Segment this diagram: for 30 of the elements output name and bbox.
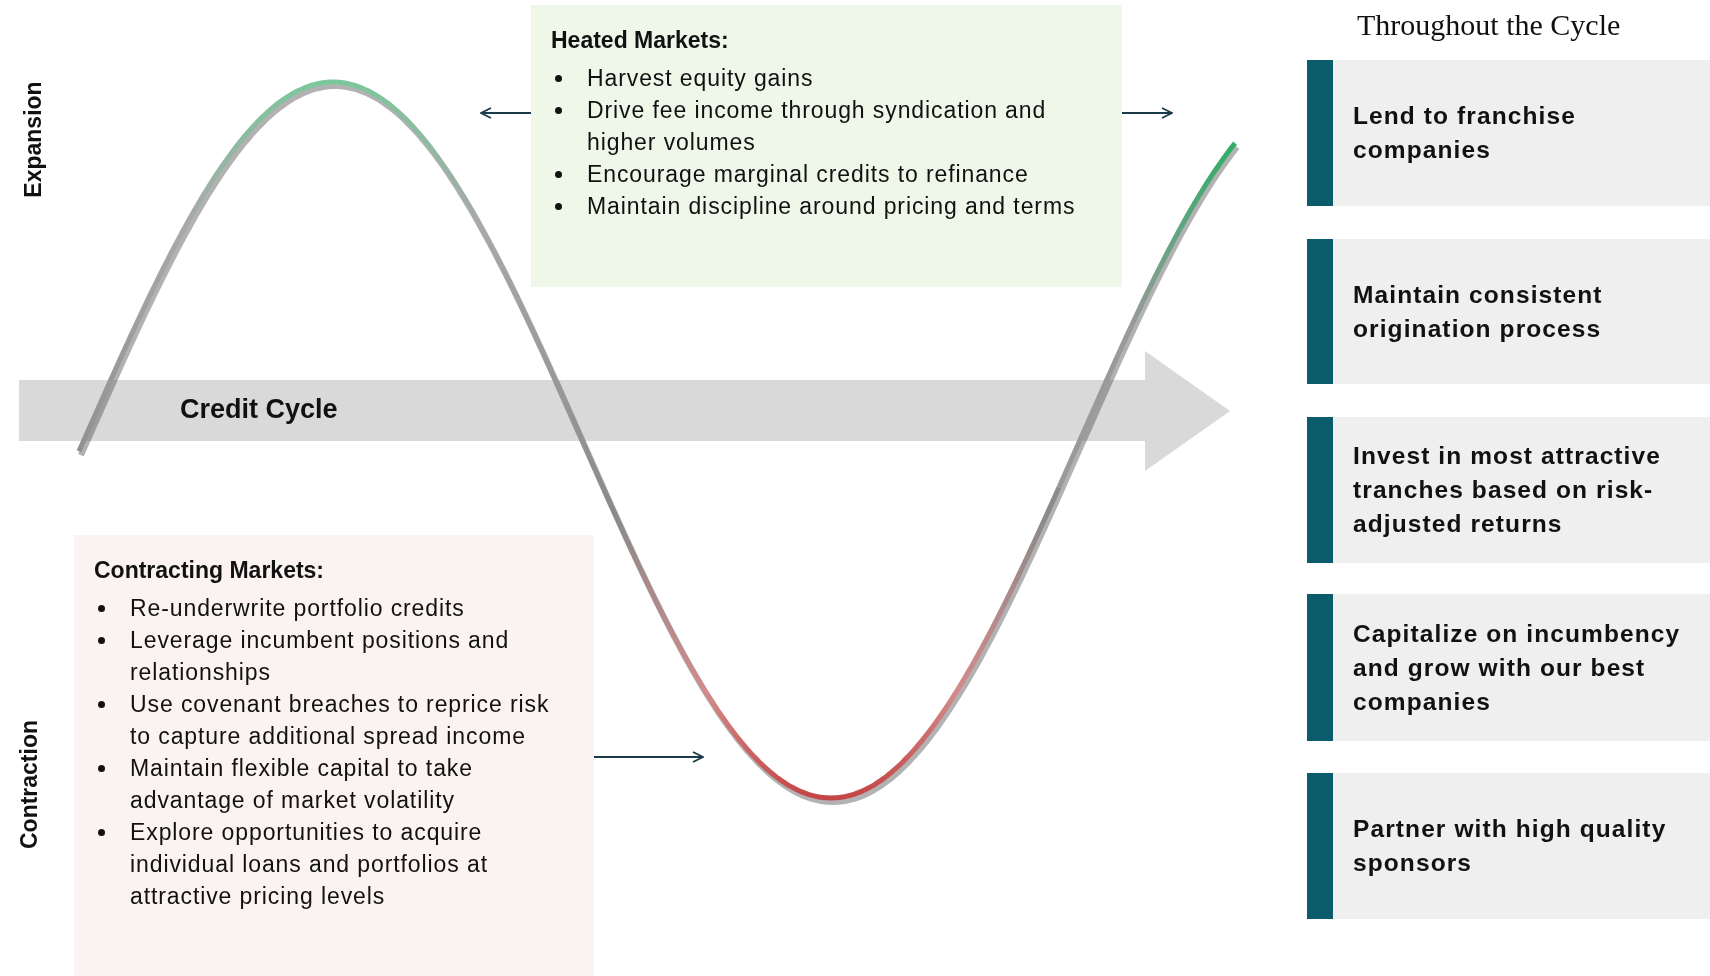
bullet-item: Use covenant breaches to reprice risk to capture additional spread income	[130, 691, 550, 749]
strategy-card	[1307, 60, 1710, 206]
bullet-item: Encourage marginal credits to refinance	[587, 161, 1029, 187]
text-panel	[74, 535, 594, 976]
strategy-card	[1307, 417, 1710, 563]
panel-heading: Contracting Markets:	[94, 557, 326, 584]
bullet-item: Explore opportunities to acquire individual loans and portfolios at attractive pricing levels	[130, 819, 488, 909]
strategy-card	[1307, 773, 1710, 919]
axis-label: Contraction	[16, 719, 44, 850]
bullet-item: Maintain flexible capital to take advantage of market volatility	[130, 755, 473, 813]
bullet-item: Leverage incumbent positions and relationships	[130, 627, 510, 685]
axis-label: Expansion	[19, 81, 47, 198]
arrow-label: Credit Cycle	[180, 394, 338, 425]
bullet-item: Harvest equity gains	[587, 65, 814, 91]
card-text: Invest in most attractive tranches based on risk-adjusted returns	[1353, 441, 1662, 539]
strategy-card	[1307, 239, 1710, 384]
card-text: Lend to franchise companies	[1353, 101, 1577, 165]
card-text: Capitalize on incumbency and grow with our best companies	[1353, 618, 1682, 717]
section-heading: Throughout the Cycle	[1357, 8, 1621, 42]
card-text: Partner with high quality sponsors	[1353, 814, 1668, 878]
arrow	[480, 107, 532, 119]
arrow	[593, 751, 704, 763]
bullet-item: Re-underwrite portfolio credits	[130, 595, 465, 621]
bullet-item: Maintain discipline around pricing and terms	[587, 193, 1076, 219]
strategy-card	[1307, 594, 1710, 741]
bullet-item: Drive fee income through syndication and higher volumes	[587, 97, 1047, 155]
arrow	[1121, 107, 1173, 119]
text-panel	[531, 5, 1122, 287]
card-text: Maintain consistent origination process	[1353, 279, 1604, 344]
panel-heading: Heated Markets:	[551, 27, 730, 54]
